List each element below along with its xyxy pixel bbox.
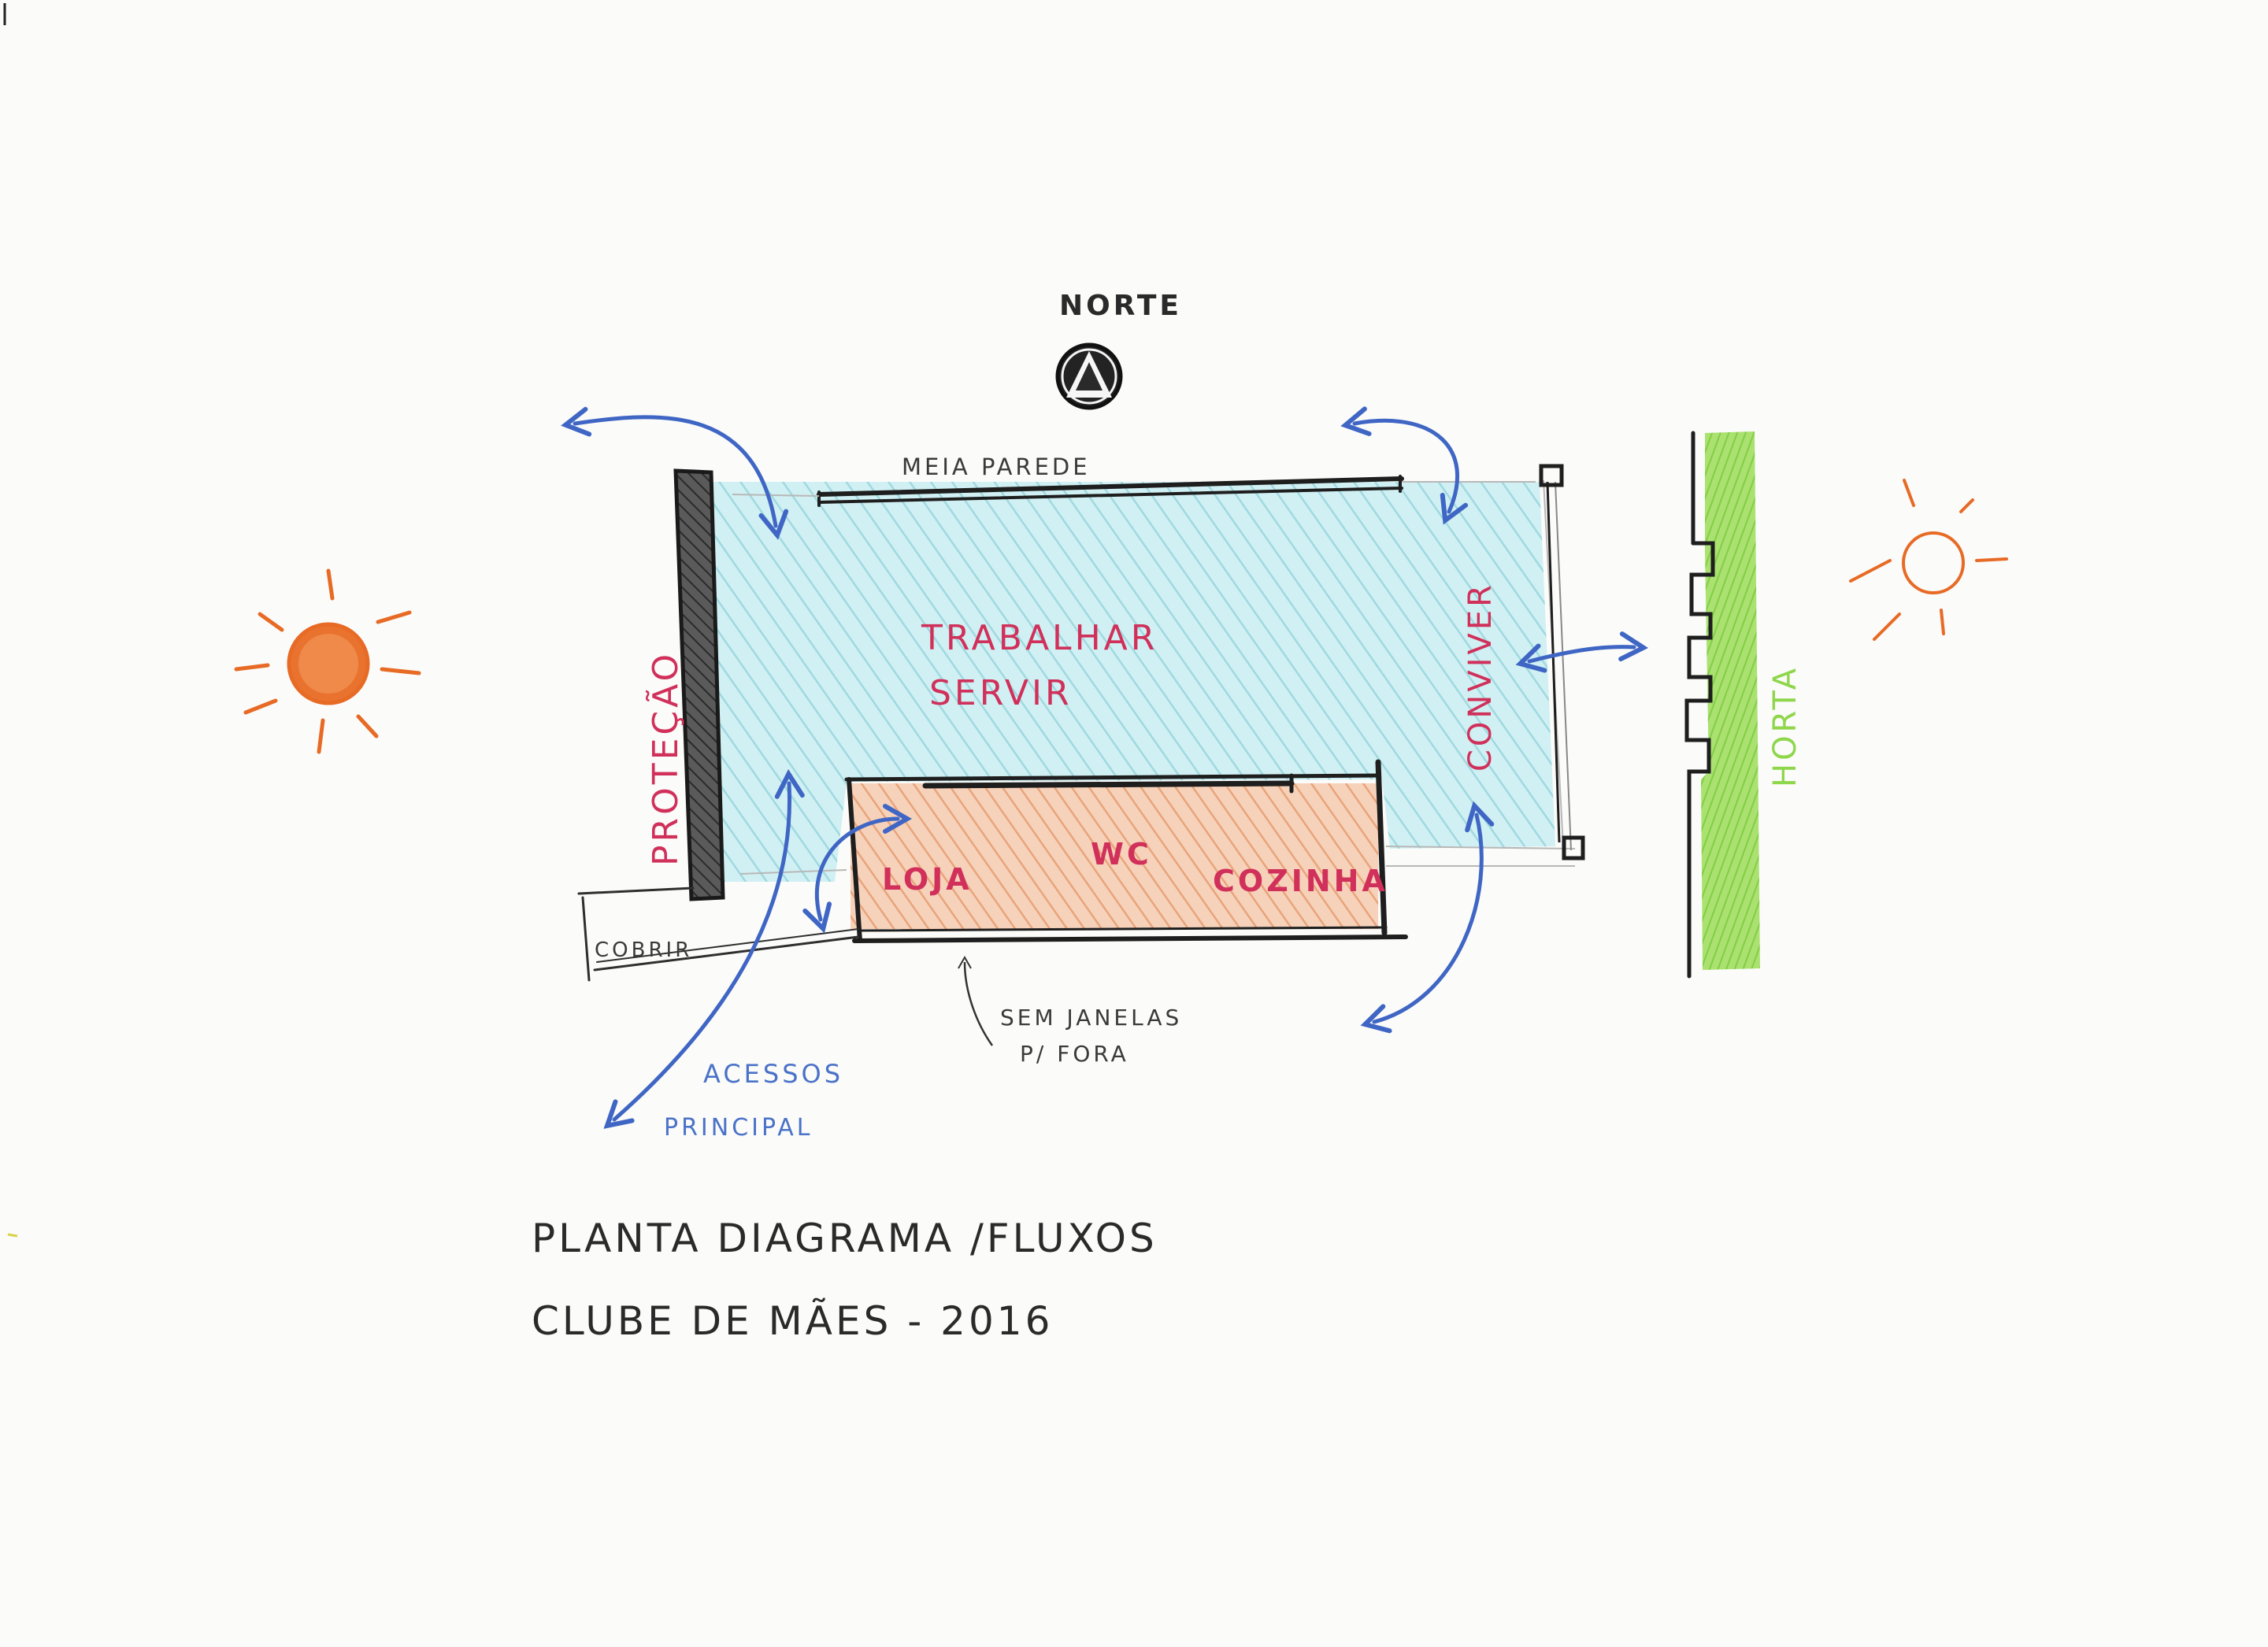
sun-icon xyxy=(234,568,421,754)
work-label: TRABALHAR xyxy=(921,618,1158,658)
no-windows-label-line1: SEM JANELAS xyxy=(1000,1005,1182,1031)
main-access-label-line1: ACESSOS xyxy=(703,1059,843,1089)
north-arrow-icon xyxy=(1055,342,1123,410)
protection-label: PROTEÇÃO xyxy=(645,651,686,866)
caption-subtitle: CLUBE DE MÃES - 2016 xyxy=(532,1298,1053,1344)
kitchen-label: COZINHA xyxy=(1213,864,1388,898)
flow-arrow-right xyxy=(1515,631,1649,673)
garden-label: HORTA xyxy=(1767,665,1803,787)
half-wall-label: MEIA PAREDE xyxy=(902,453,1091,480)
caption-title: PLANTA DIAGRAMA /FLUXOS xyxy=(532,1216,1158,1261)
serve-label: SERVIR xyxy=(929,673,1073,713)
wc-label: WC xyxy=(1091,837,1152,872)
flow-arrow-main-access xyxy=(603,768,805,1129)
flow-arrow-top-left xyxy=(561,406,789,540)
flow-arrows xyxy=(561,406,1649,1129)
shop-label: LOJA xyxy=(882,862,973,897)
no-windows-label-line2: P/ FORA xyxy=(1020,1041,1129,1067)
cover-label: COBRIR xyxy=(595,938,692,962)
flow-arrow-inner xyxy=(802,804,913,934)
garden-area xyxy=(1701,431,1760,970)
north-label: NORTE xyxy=(1059,290,1182,322)
no-windows-pointer xyxy=(958,955,994,1046)
flow-arrow-top-right xyxy=(1340,406,1469,525)
garden-fence xyxy=(1684,431,1715,979)
coexist-label: CONVIVER xyxy=(1462,582,1499,772)
flow-arrow-bottom-right xyxy=(1360,801,1495,1034)
paper-speck xyxy=(7,1233,18,1238)
service-block-fill xyxy=(850,783,1378,929)
sun-outline-icon xyxy=(1849,479,2008,641)
main-access-label-line2: PRINCIPAL xyxy=(664,1114,813,1142)
work-area-fill xyxy=(705,482,1555,882)
